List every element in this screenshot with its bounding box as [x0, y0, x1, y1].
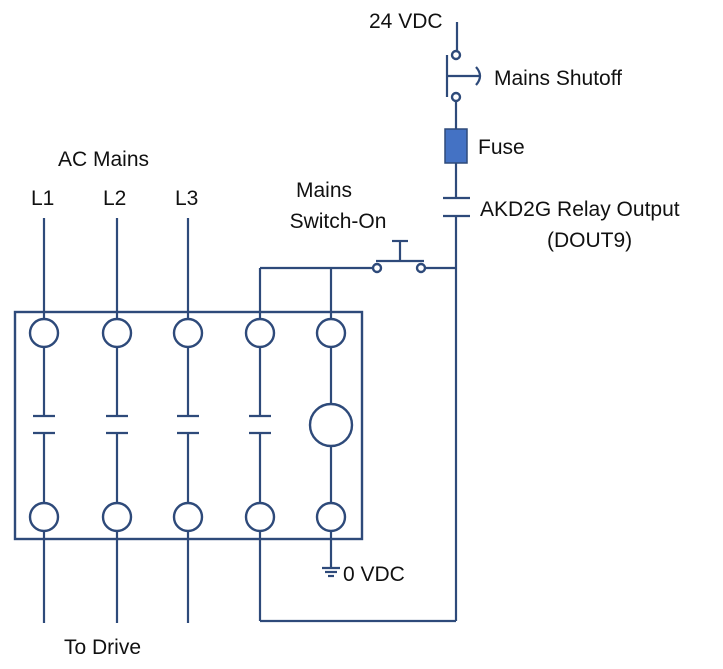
contactor-coil [308, 317, 354, 568]
mains-shutoff-label: Mains Shutoff [494, 67, 622, 90]
ground-label: 0 VDC [343, 563, 405, 586]
ac-mains-label: AC Mains [58, 148, 149, 171]
relay-output-sublabel: (DOUT9) [547, 229, 632, 252]
mains-switch-on-button [260, 239, 456, 318]
l3-label: L3 [175, 187, 198, 210]
mains-shutoff-switch [445, 49, 482, 103]
to-drive-label: To Drive [64, 636, 141, 659]
contactor-pole-l2 [101, 218, 133, 623]
fuse-label: Fuse [478, 136, 525, 159]
contactor-pole-l3 [172, 218, 204, 623]
control-supply-branch [443, 22, 482, 621]
switch-on-sublabel: Switch-On [290, 210, 387, 233]
contactor-pole-l1 [28, 218, 60, 623]
relay-output-contact [443, 196, 470, 218]
ground-icon [322, 566, 340, 578]
l2-label: L2 [103, 187, 126, 210]
fuse-icon [444, 128, 468, 164]
switch-on-label: Mains [296, 179, 352, 202]
l1-label: L1 [31, 187, 54, 210]
supply-label: 24 VDC [369, 10, 443, 33]
auxiliary-holding-contact [244, 268, 456, 623]
relay-output-label: AKD2G Relay Output [480, 198, 680, 221]
